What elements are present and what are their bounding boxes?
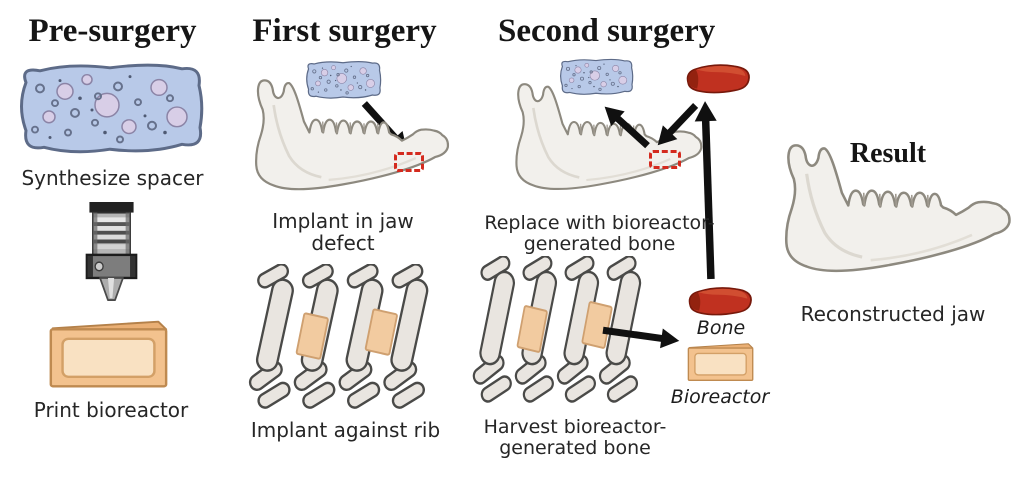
- print-bioreactor-caption: Print bioreactor: [33, 398, 189, 422]
- ribs-illustration: [246, 264, 442, 412]
- reconstructed-jaw-illustration: [764, 138, 1020, 296]
- synthesize-spacer-caption: Synthesize spacer: [21, 166, 204, 190]
- jaw-defect-dashed-box: [649, 150, 681, 169]
- jaw-illustration: [498, 78, 710, 210]
- implant-rib-caption: Implant against rib: [250, 418, 441, 442]
- spacer-illustration: [10, 59, 210, 161]
- arrow-bone-to-defect: [657, 103, 699, 146]
- bioreactor-small-illustration: [684, 340, 756, 383]
- arrow-harvested-bone-up: [694, 101, 717, 280]
- harvested-bone-illustration: [684, 284, 756, 317]
- second-surgery-title: Second surgery: [498, 13, 716, 49]
- printer-nozzle-icon: [85, 202, 138, 302]
- bioreactor-label: Bioreactor: [670, 386, 770, 408]
- reconstructed-jaw-caption: Reconstructed jaw: [800, 302, 986, 326]
- bioreactor-illustration: [43, 315, 172, 391]
- jaw-defect-dashed-box: [394, 152, 424, 172]
- implant-jaw-caption: Implant in jaw defect: [272, 209, 414, 256]
- result-title: Result: [849, 138, 927, 169]
- bone-label: Bone: [696, 317, 746, 339]
- jaw-illustration: [237, 74, 457, 211]
- replace-caption: Replace with bioreactor-generated bone: [484, 212, 715, 256]
- arrow-rib-to-bone: [602, 326, 680, 349]
- harvest-caption: Harvest bioreactor-generated bone: [483, 416, 667, 460]
- arrow-defect-to-spacer: [604, 106, 650, 149]
- pre-surgery-title: Pre-surgery: [28, 13, 197, 49]
- first-surgery-title: First surgery: [252, 13, 437, 49]
